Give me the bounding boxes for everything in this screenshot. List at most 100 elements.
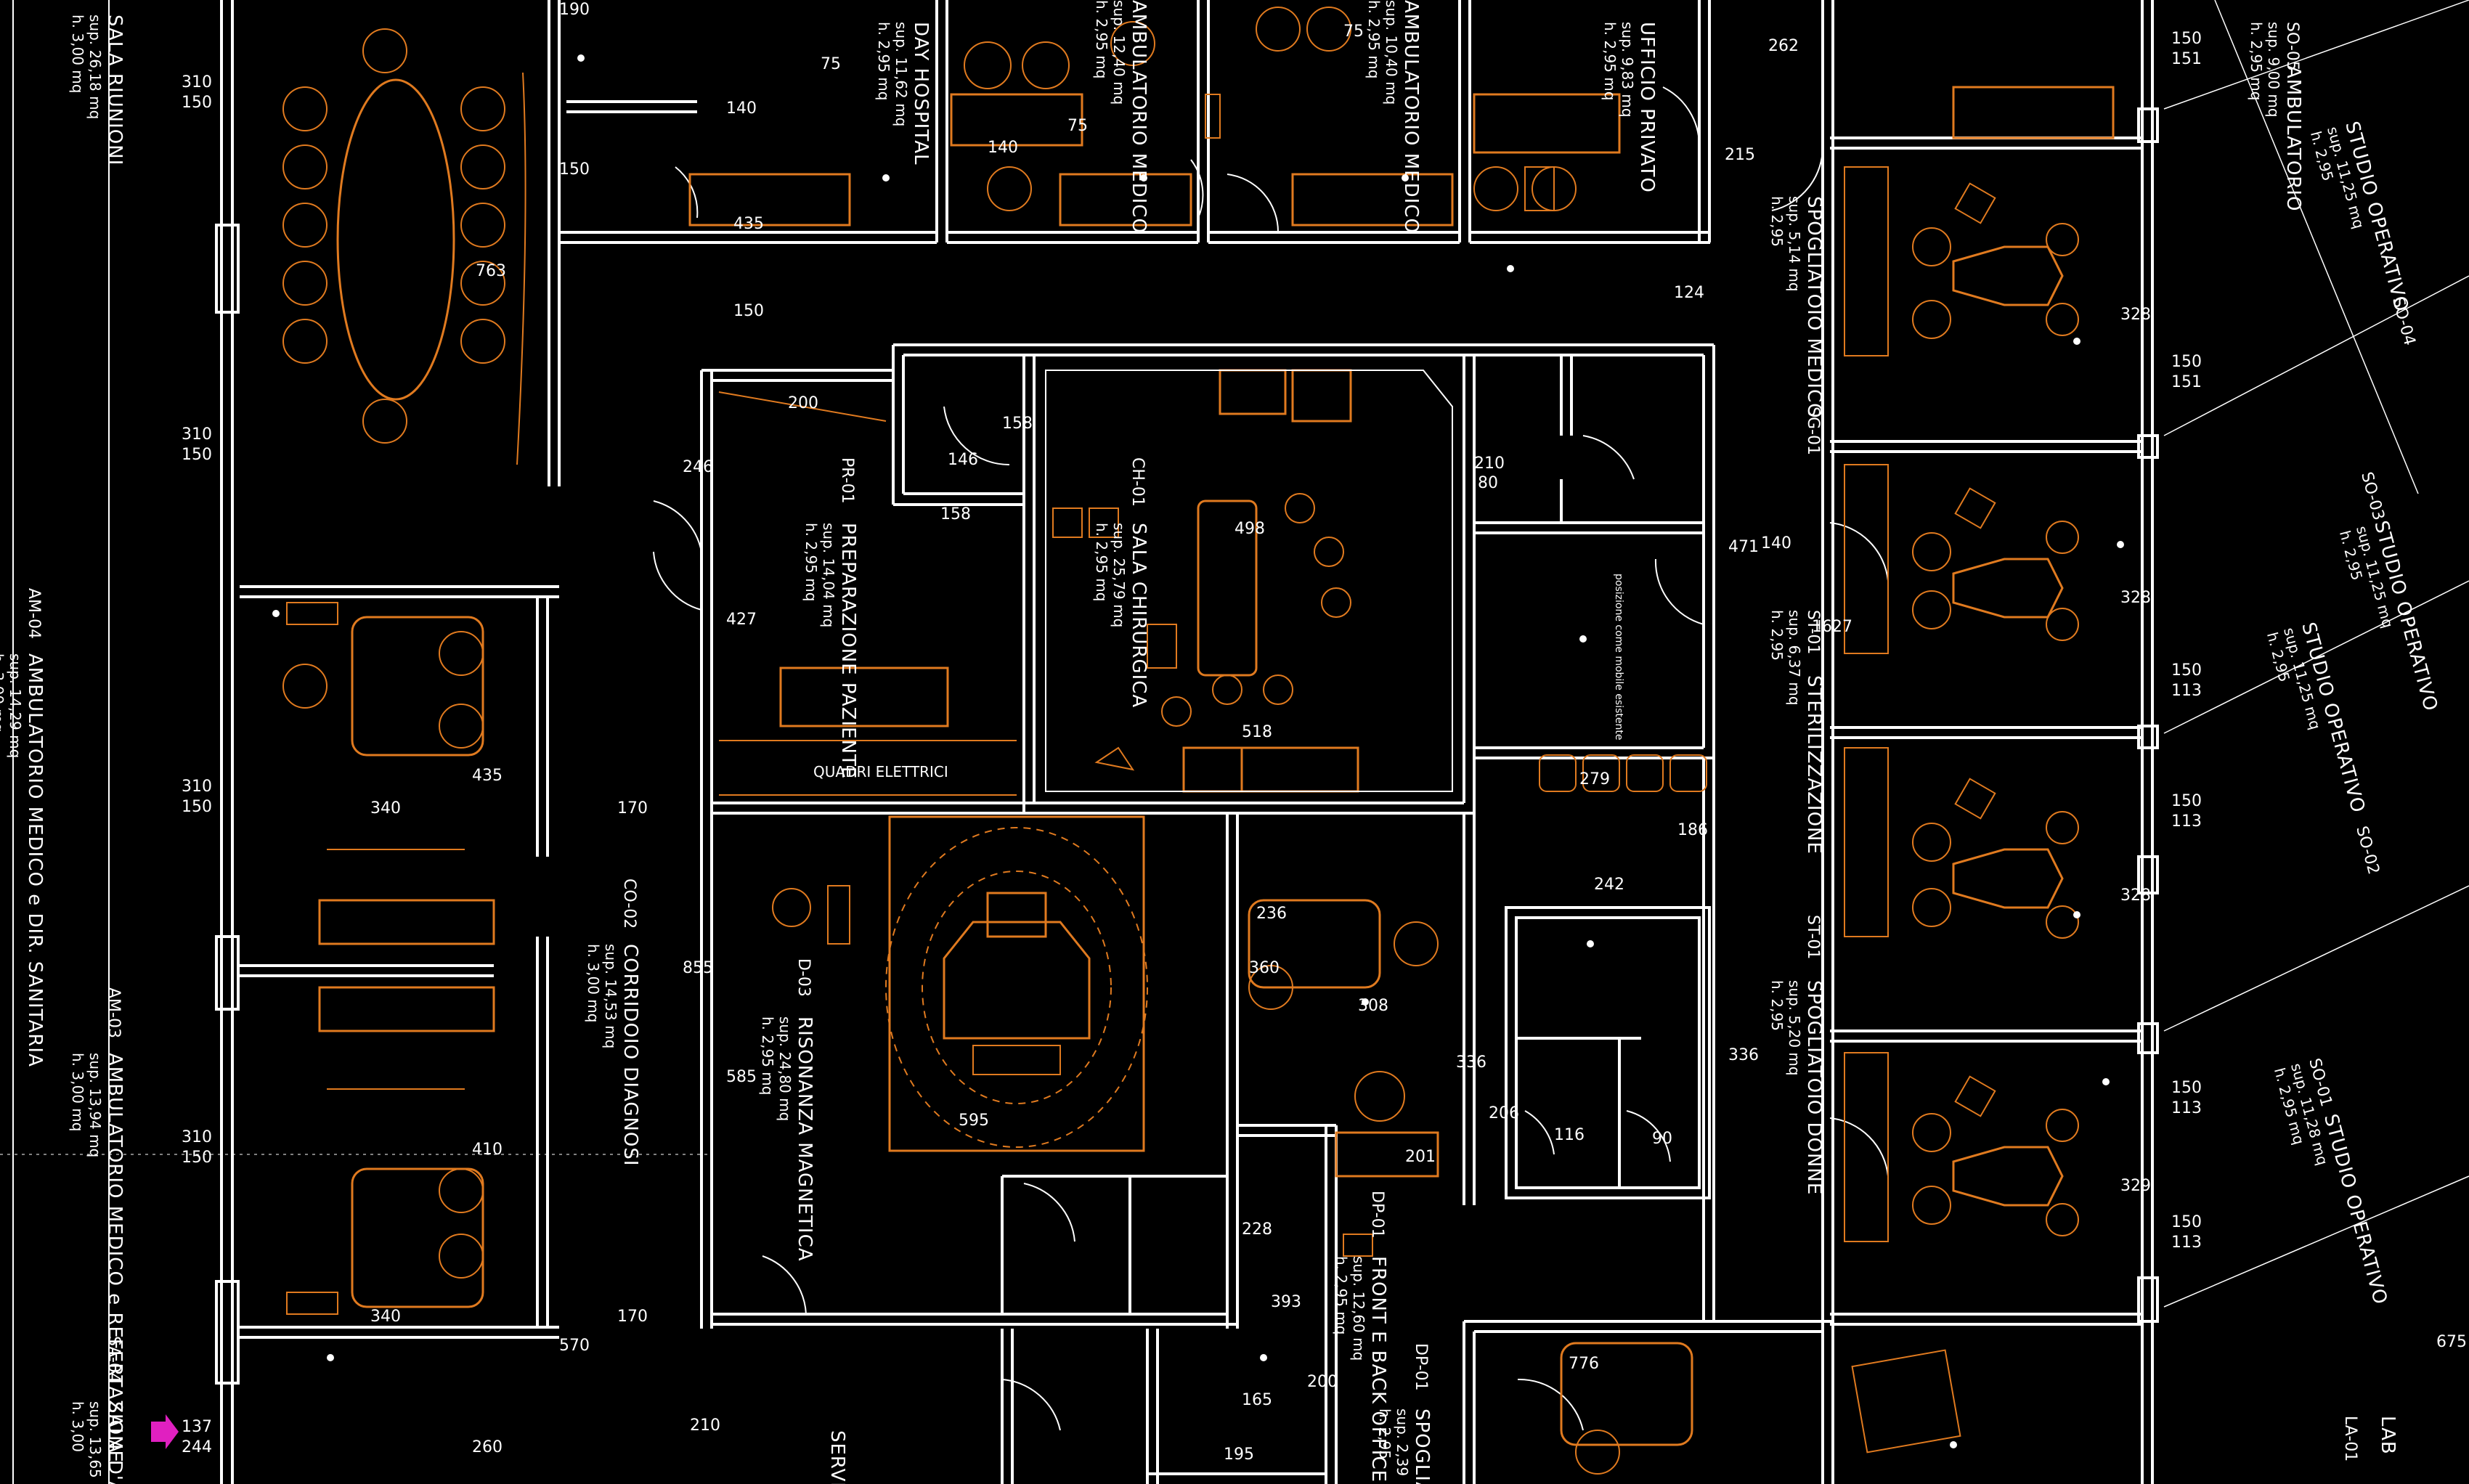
svg-text:75: 75 — [821, 55, 841, 73]
room-label-am-a: AMBULATORIO MEDICO sup. 12,40 mq h. 2,95… — [1093, 0, 1150, 234]
room-label-am03: AM-03 AMBULATORIO MEDICO e REFERTAZIONE … — [69, 987, 126, 1463]
svg-text:sup. 11,62 mq: sup. 11,62 mq — [892, 22, 910, 126]
svg-text:776: 776 — [1569, 1355, 1599, 1373]
svg-text:SO-05: SO-05 — [2283, 22, 2301, 71]
svg-text:150: 150 — [559, 160, 590, 179]
svg-text:200: 200 — [1307, 1373, 1338, 1391]
svg-text:151: 151 — [2171, 373, 2202, 391]
svg-text:sup. 12,60 mq: sup. 12,60 mq — [1350, 1256, 1367, 1361]
svg-text:sup. 2,39: sup. 2,39 — [1394, 1408, 1411, 1476]
svg-text:435: 435 — [472, 767, 503, 785]
svg-text:165: 165 — [1242, 1391, 1272, 1409]
svg-text:h. 3,00 mq: h. 3,00 mq — [585, 944, 602, 1022]
svg-text:206: 206 — [1489, 1104, 1519, 1122]
svg-text:STUDIO OPERATIVO: STUDIO OPERATIVO — [2319, 1112, 2391, 1307]
svg-text:186: 186 — [1677, 821, 1708, 839]
svg-text:228: 228 — [1242, 1220, 1272, 1239]
svg-text:75: 75 — [1343, 23, 1364, 41]
svg-text:75: 75 — [1067, 117, 1088, 135]
svg-text:DAY HOSPITAL: DAY HOSPITAL — [910, 22, 932, 165]
svg-text:sup. 13,65: sup. 13,65 — [86, 1401, 104, 1478]
hatch-lines — [0, 0, 2469, 1308]
svg-text:sup. 5,14 mq: sup. 5,14 mq — [1786, 196, 1803, 292]
svg-text:h. 2,95: h. 2,95 — [1376, 1408, 1394, 1459]
svg-text:sup. 14,53 mq: sup. 14,53 mq — [602, 944, 619, 1048]
room-label-pr01: PR-01 PREPARAZIONE PAZIENTE sup. 14,04 m… — [802, 457, 859, 779]
svg-text:sup. 12,40 mq: sup. 12,40 mq — [1110, 0, 1128, 105]
svg-text:113: 113 — [2171, 812, 2202, 831]
room-label-dh: DAY HOSPITAL sup. 11,62 mq h. 2,95 mq — [875, 22, 932, 165]
svg-text:h. 2,95 mq: h. 2,95 mq — [802, 523, 820, 601]
svg-text:158: 158 — [940, 505, 971, 523]
svg-text:246: 246 — [683, 458, 713, 476]
svg-text:DP-01: DP-01 — [1368, 1191, 1386, 1239]
svg-text:h. 2,95 mq: h. 2,95 mq — [1093, 523, 1110, 601]
svg-text:310: 310 — [182, 778, 212, 796]
svg-text:435: 435 — [733, 215, 764, 233]
room-label-so05: SO-05 AMBULATORIO sup. 9,00 mq h. 2,95 m… — [2248, 22, 2304, 211]
svg-text:201: 201 — [1405, 1148, 1436, 1166]
svg-text:855: 855 — [683, 959, 713, 977]
svg-text:360: 360 — [1249, 959, 1280, 977]
svg-text:sup. 5,20 mq: sup. 5,20 mq — [1786, 980, 1803, 1076]
svg-text:90: 90 — [1652, 1130, 1672, 1148]
svg-text:140: 140 — [988, 139, 1018, 157]
svg-text:LAB: LAB — [2377, 1416, 2399, 1455]
svg-text:ST-01: ST-01 — [1804, 915, 1822, 959]
svg-text:SO-04: SO-04 — [2388, 295, 2419, 348]
svg-text:D-03: D-03 — [794, 958, 813, 997]
marker-top: 137 — [182, 1418, 212, 1436]
svg-text:h. 2,95 mq: h. 2,95 mq — [759, 1016, 776, 1095]
svg-text:763: 763 — [476, 262, 506, 280]
svg-text:262: 262 — [1768, 37, 1799, 55]
svg-text:498: 498 — [1234, 520, 1265, 538]
room-label-dp01: DP-01 FRONT E BACK OFFICE sup. 12,60 mq … — [1333, 1191, 1389, 1483]
note-electric: QUADRI ELETTRICI — [813, 763, 948, 780]
svg-text:195: 195 — [1224, 1446, 1254, 1464]
svg-text:sup. 24,80 mq: sup. 24,80 mq — [776, 1016, 794, 1121]
room-label-dp01-spoglia: DP-01 SPOGLIA sup. 2,39 h. 2,95 — [1376, 1343, 1433, 1484]
svg-text:150: 150 — [733, 302, 764, 320]
svg-text:150: 150 — [2171, 30, 2202, 48]
svg-text:SO-03: SO-03 — [2357, 470, 2388, 522]
svg-text:SPOGLIATOIO MEDICO: SPOGLIATOIO MEDICO — [1803, 196, 1825, 419]
svg-text:210: 210 — [1474, 454, 1505, 473]
arrow-right-icon — [151, 1414, 179, 1449]
room-label-st01-b: ST-01 SPOGLIATOIO DONNE sup. 5,20 mq h. … — [1768, 915, 1825, 1195]
svg-text:CO-02: CO-02 — [620, 878, 638, 929]
svg-text:158: 158 — [1002, 415, 1033, 433]
room-label-sa01: SALA RIUNIONI sup. 26,18 mq h. 3,00 mq — [69, 15, 126, 166]
svg-text:SPOGLIA: SPOGLIA — [1411, 1408, 1433, 1484]
svg-text:340: 340 — [370, 1308, 401, 1326]
svg-text:242: 242 — [1594, 876, 1624, 894]
svg-text:h. 2,95 mq: h. 2,95 mq — [1093, 0, 1110, 78]
svg-text:sup. 26,18 mq: sup. 26,18 mq — [86, 15, 104, 119]
svg-text:151: 151 — [2171, 50, 2202, 68]
svg-text:236: 236 — [1256, 905, 1287, 923]
svg-text:h. 3,00 mq: h. 3,00 mq — [0, 653, 7, 732]
svg-text:SO-02: SO-02 — [2352, 824, 2383, 876]
room-label-so03: STUDIO OPERATIVO sup. 11,25 mq h. 2,95 S… — [2336, 470, 2441, 714]
room-label-st01-a: ST-01 STERILIZZAZIONE sup. 6,37 mq h. 2,… — [1768, 610, 1825, 855]
svg-text:h. 2,95: h. 2,95 — [1768, 610, 1786, 661]
svg-text:AMBULATORIO MEDICO e DIR. SANI: AMBULATORIO MEDICO e DIR. SANITARIA — [24, 653, 46, 1067]
svg-text:328: 328 — [2120, 306, 2151, 324]
svg-text:518: 518 — [1242, 723, 1272, 741]
room-label-am-b: AMBULATORIO MEDICO sup. 10,40 mq h. 2,95… — [1365, 0, 1422, 234]
svg-text:570: 570 — [559, 1337, 590, 1355]
svg-text:150: 150 — [2171, 661, 2202, 680]
svg-text:150: 150 — [2171, 353, 2202, 371]
room-label-up: UFFICIO PRIVATO sup. 9,83 mq h. 2,95 mq — [1601, 22, 1658, 193]
svg-text:113: 113 — [2171, 1099, 2202, 1117]
svg-text:SG-01: SG-01 — [1804, 407, 1822, 455]
svg-text:SPOGLIATOIO DONNE: SPOGLIATOIO DONNE — [1803, 980, 1825, 1195]
section-marker[interactable]: 137 244 — [151, 1414, 212, 1456]
svg-text:PR-01: PR-01 — [838, 457, 856, 504]
svg-text:sup. 10,40 mq: sup. 10,40 mq — [1383, 0, 1400, 105]
svg-text:h. 3,00 mq: h. 3,00 mq — [69, 15, 86, 93]
svg-text:427: 427 — [726, 611, 757, 629]
svg-text:sup. 13,94 mq: sup. 13,94 mq — [86, 1053, 104, 1157]
svg-text:150: 150 — [182, 1149, 212, 1167]
svg-text:1627: 1627 — [1812, 618, 1852, 636]
